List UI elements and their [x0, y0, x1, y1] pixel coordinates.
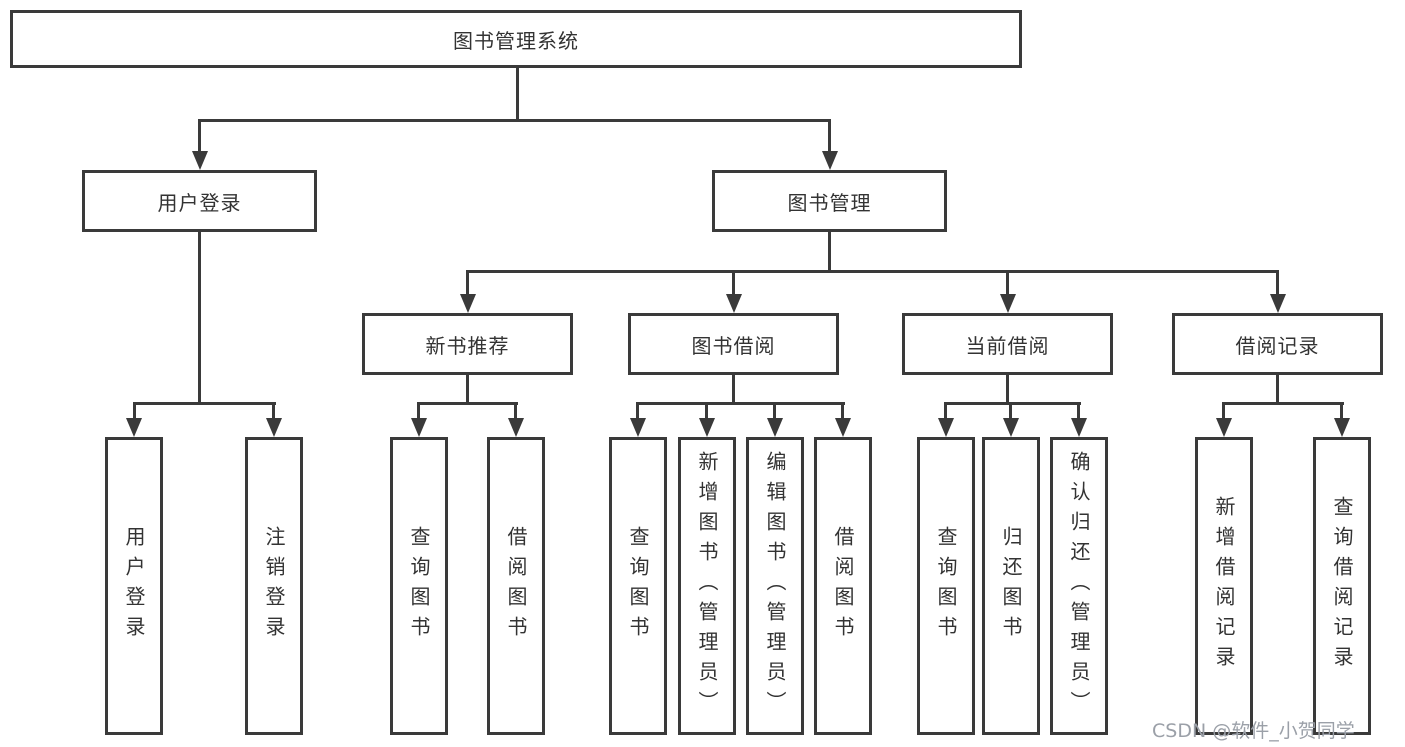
connector-leaf-stem [773, 402, 776, 419]
connector-borrow-down [732, 375, 735, 405]
leaf-query-borrow-record: 查询借阅记录 [1313, 437, 1371, 735]
connector-newbook-down [466, 375, 469, 405]
leaf-label: 查询借阅记录 [1330, 496, 1354, 676]
leaf-add-book-admin: 新增图书（管理员） [678, 437, 736, 735]
connector-leaf-stem [514, 402, 517, 419]
connector-records-branch [1222, 402, 1344, 405]
connector-current-branch [944, 402, 1081, 405]
leaf-add-borrow-record: 新增借阅记录 [1195, 437, 1253, 735]
leaf-confirm-return-admin: 确认归还（管理员） [1050, 437, 1108, 735]
connector-leaf-stem [944, 402, 947, 419]
leaf-return-books: 归还图书 [982, 437, 1040, 735]
leaf-label: 查询图书 [407, 526, 431, 646]
connector-leaf-stem [1340, 402, 1343, 419]
arrow-down-icon [726, 294, 742, 313]
connector-user-login-branch [133, 402, 276, 405]
arrow-down-icon [835, 418, 851, 437]
arrow-down-icon [1003, 418, 1019, 437]
connector-leaf-stem [705, 402, 708, 419]
node-new-book-recommendation: 新书推荐 [362, 313, 573, 375]
arrow-down-icon [938, 418, 954, 437]
leaf-label: 归还图书 [999, 526, 1023, 646]
leaf-label: 编辑图书（管理员） [763, 451, 787, 721]
connector-leaf-stem [636, 402, 639, 419]
arrow-down-icon [460, 294, 476, 313]
node-borrowing-records: 借阅记录 [1172, 313, 1383, 375]
leaf-label: 注销登录 [262, 526, 286, 646]
arrow-down-icon [126, 418, 142, 437]
connector-leaf-stem [1009, 402, 1012, 419]
leaf-label: 查询图书 [934, 526, 958, 646]
connector-newbook-branch [417, 402, 518, 405]
connector-level3-stem [1276, 270, 1279, 297]
node-library-management-system: 图书管理系统 [10, 10, 1022, 68]
connector-user-login-down [198, 232, 201, 405]
arrow-down-icon [767, 418, 783, 437]
connector-leaf-stem [1222, 402, 1225, 419]
connector-book-mgmt-stem [828, 119, 831, 152]
connector-level3-stem [732, 270, 735, 297]
arrow-down-icon [411, 418, 427, 437]
leaf-label: 查询图书 [626, 526, 650, 646]
leaf-label: 新增图书（管理员） [695, 451, 719, 721]
connector-leaf-stem [1077, 402, 1080, 419]
arrow-down-icon [1071, 418, 1087, 437]
connector-user-login-stem [198, 119, 201, 152]
leaf-label: 借阅图书 [831, 526, 855, 646]
arrow-down-icon [699, 418, 715, 437]
leaf-borrow-books: 借阅图书 [487, 437, 545, 735]
leaf-logout: 注销登录 [245, 437, 303, 735]
leaf-query-books: 查询图书 [917, 437, 975, 735]
arrow-down-icon [1334, 418, 1350, 437]
connector-root-branch [198, 119, 831, 122]
leaf-edit-book-admin: 编辑图书（管理员） [746, 437, 804, 735]
connector-level3-stem [1006, 270, 1009, 297]
leaf-label: 新增借阅记录 [1212, 496, 1236, 676]
arrow-down-icon [508, 418, 524, 437]
node-current-borrowing: 当前借阅 [902, 313, 1113, 375]
node-book-management: 图书管理 [712, 170, 947, 232]
arrow-down-icon [822, 151, 838, 170]
csdn-watermark: CSDN @软件_小贺同学 [1152, 720, 1355, 742]
connector-book-mgmt-branch [466, 270, 1279, 273]
leaf-label: 借阅图书 [504, 526, 528, 646]
connector-leaf-stem [841, 402, 844, 419]
leaf-label: 确认归还（管理员） [1067, 451, 1091, 721]
leaf-borrow-books: 借阅图书 [814, 437, 872, 735]
leaf-label: 用户登录 [122, 526, 146, 646]
connector-leaf-stem [272, 402, 275, 419]
node-user-login: 用户登录 [82, 170, 317, 232]
node-book-borrowing: 图书借阅 [628, 313, 839, 375]
connector-leaf-stem [417, 402, 420, 419]
leaf-query-books: 查询图书 [609, 437, 667, 735]
connector-level3-stem [466, 270, 469, 297]
leaf-query-books: 查询图书 [390, 437, 448, 735]
arrow-down-icon [192, 151, 208, 170]
arrow-down-icon [266, 418, 282, 437]
connector-records-down [1276, 375, 1279, 405]
arrow-down-icon [1000, 294, 1016, 313]
arrow-down-icon [630, 418, 646, 437]
arrow-down-icon [1216, 418, 1232, 437]
connector-book-mgmt-down [828, 232, 831, 273]
connector-root-stem [516, 68, 519, 122]
arrow-down-icon [1270, 294, 1286, 313]
connector-current-down [1006, 375, 1009, 405]
connector-borrow-branch [636, 402, 845, 405]
leaf-user-login: 用户登录 [105, 437, 163, 735]
connector-leaf-stem [133, 402, 136, 419]
